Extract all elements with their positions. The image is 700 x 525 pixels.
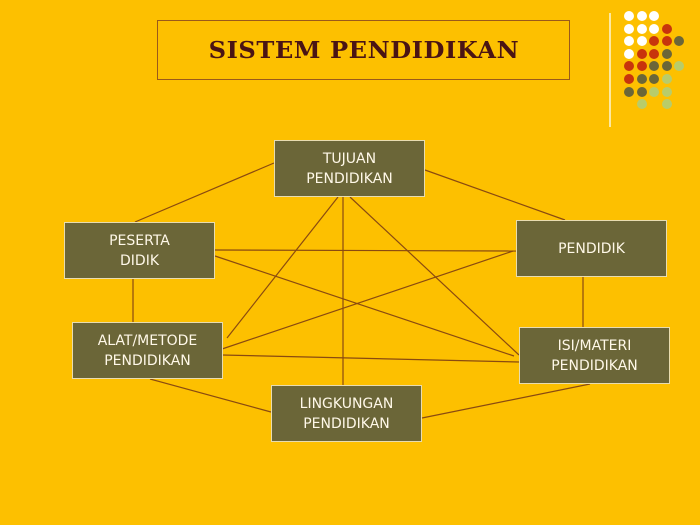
- decorative-dot: [624, 11, 634, 21]
- decorative-dot: [661, 23, 672, 34]
- decorative-dot: [624, 48, 634, 59]
- node-lingkungan: LINGKUNGAN PENDIDIKAN: [271, 385, 422, 442]
- link-alat-isi: [221, 354, 520, 363]
- decorative-dot: [661, 99, 672, 110]
- decorative-dot: [649, 61, 659, 72]
- link-lingkungan-isi: [421, 383, 591, 419]
- decorative-dot: [624, 74, 634, 84]
- decorative-dot: [661, 36, 672, 47]
- decorative-dot: [674, 61, 684, 72]
- decorative-dot: [624, 36, 634, 47]
- link-alat-lingkungan: [149, 378, 272, 413]
- title-box: SISTEM PENDIDIKAN: [157, 20, 570, 80]
- decorative-dot: [636, 74, 647, 84]
- node-isi-materi: ISI/MATERI PENDIDIKAN: [519, 327, 670, 384]
- link-tujuan-peserta: [134, 162, 275, 223]
- decorative-dot: [636, 11, 647, 21]
- link-tujuan-alat: [226, 196, 339, 339]
- decorative-dot: [636, 23, 647, 34]
- node-tujuan-pendidikan: TUJUAN PENDIDIKAN: [274, 140, 425, 197]
- decorative-dot: [636, 36, 647, 47]
- slide-title: SISTEM PENDIDIKAN: [208, 36, 519, 64]
- decorative-dot: [649, 36, 659, 47]
- decorative-dot: [636, 99, 647, 110]
- decorative-dot: [661, 48, 672, 59]
- decorative-line: [609, 13, 611, 127]
- decorative-dot: [624, 23, 634, 34]
- decorative-dot: [674, 36, 684, 47]
- decorative-dot: [649, 23, 659, 34]
- link-tujuan-pendidik: [424, 169, 566, 221]
- decorative-dot: [624, 86, 634, 97]
- decorative-dot: [624, 61, 634, 72]
- decorative-dot: [661, 74, 672, 84]
- link-peserta-pendidik: [214, 249, 517, 252]
- decorative-dot: [661, 61, 672, 72]
- link-tujuan-isi: [349, 196, 520, 356]
- node-alat-metode: ALAT/METODE PENDIDIKAN: [72, 322, 223, 379]
- link-peserta-isi: [214, 255, 515, 357]
- link-pendidik-alat: [221, 250, 514, 350]
- decorative-dot: [661, 86, 672, 97]
- node-peserta-didik: PESERTA DIDIK: [64, 222, 215, 279]
- node-pendidik: PENDIDIK: [516, 220, 667, 277]
- decorative-dot: [636, 48, 647, 59]
- decorative-dot: [649, 86, 659, 97]
- decorative-dot: [636, 86, 647, 97]
- decorative-dot: [649, 11, 659, 21]
- decorative-dot: [649, 48, 659, 59]
- decorative-dot: [636, 61, 647, 72]
- decorative-dot: [649, 74, 659, 84]
